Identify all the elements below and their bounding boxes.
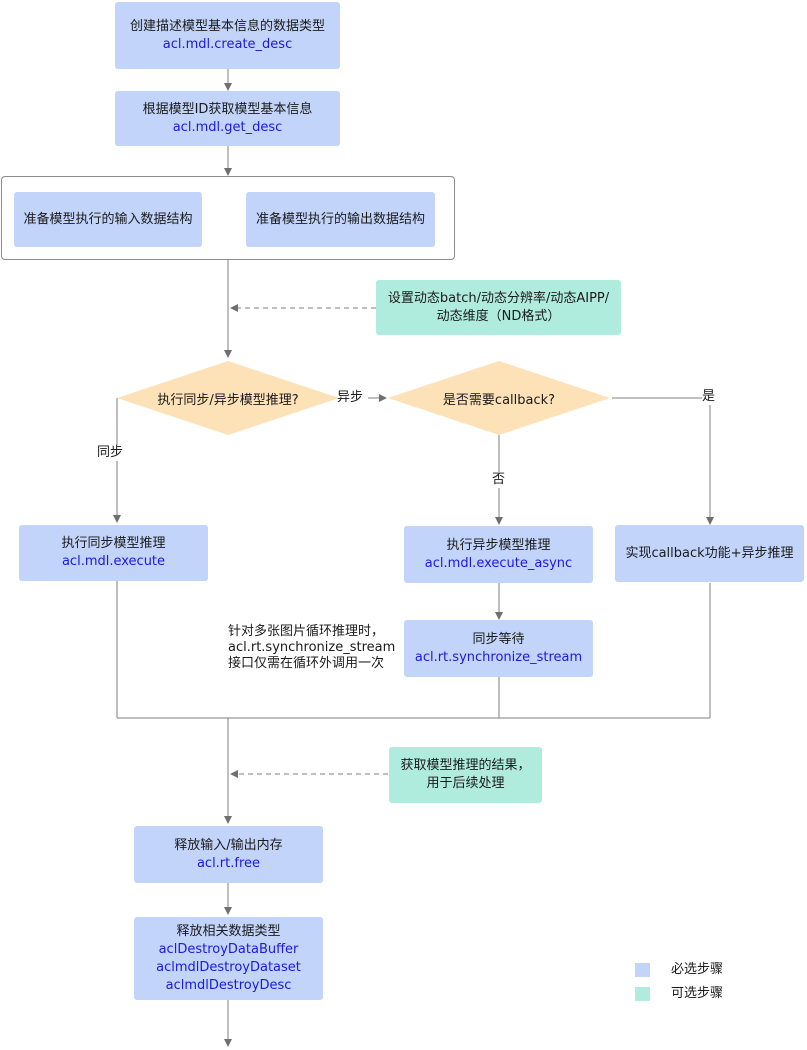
step-destroy: 释放相关数据类型 aclDestroyDataBuffer aclmdlDest… [134, 917, 323, 1000]
step-title: 释放输入/输出内存 [174, 837, 283, 853]
step-api: acl.mdl.create_desc [162, 36, 293, 52]
legend-required-label: 必选步骤 [671, 962, 724, 977]
step-sync-wait: 同步等待 acl.rt.synchronize_stream [404, 620, 593, 677]
edge-label-async: 异步 [337, 390, 364, 406]
step-title: 准备模型执行的输入数据结构 [23, 211, 193, 227]
step-title: 根据模型ID获取模型基本信息 [142, 101, 313, 117]
step-title: 执行同步模型推理 [61, 536, 166, 551]
step-line2: 动态维度（ND格式） [436, 308, 561, 324]
step-title: 释放相关数据类型 [176, 923, 281, 939]
decision-sync-or-async: 执行同步/异步模型推理? [117, 361, 339, 435]
step-api: acl.mdl.execute_async [424, 555, 573, 571]
step-api: acl.mdl.get_desc [172, 119, 283, 135]
decision-need-callback: 是否需要callback? [388, 361, 610, 435]
step-dynamic-set: 设置动态batch/动态分辨率/动态AIPP/ 动态维度（ND格式） [376, 280, 621, 335]
step-api: acl.rt.free [196, 855, 261, 871]
edge-label-no: 否 [492, 472, 506, 488]
step-title: 同步等待 [472, 631, 525, 647]
step-api: acl.rt.synchronize_stream [414, 649, 583, 665]
step-line2: 用于后续处理 [426, 776, 505, 791]
step-prepare-input: 准备模型执行的输入数据结构 [14, 192, 202, 247]
step-api-2: aclmdlDestroyDataset [156, 959, 301, 975]
step-api-3: aclmdlDestroyDesc [165, 977, 292, 993]
step-sync-exec: 执行同步模型推理 acl.mdl.execute [19, 525, 208, 581]
step-title: 准备模型执行的输出数据结构 [255, 211, 425, 227]
note-line2: acl.rt.synchronize_stream [228, 640, 396, 655]
step-title: 实现callback功能+异步推理 [625, 545, 794, 561]
step-free-mem: 释放输入/输出内存 acl.rt.free [134, 826, 323, 883]
decision-text: 执行同步/异步模型推理? [157, 392, 299, 408]
legend-required-swatch [635, 963, 650, 977]
step-async-exec: 执行异步模型推理 acl.mdl.execute_async [404, 526, 593, 583]
step-line1: 获取模型推理的结果， [400, 758, 531, 773]
loop-note: 针对多张图片循环推理时， acl.rt.synchronize_stream 接… [228, 624, 395, 672]
legend-optional-swatch [635, 987, 650, 1001]
step-api: acl.mdl.execute [61, 554, 166, 569]
diamond-shape [388, 361, 610, 435]
note-line1: 针对多张图片循环推理时， [228, 624, 385, 639]
step-line1: 设置动态batch/动态分辨率/动态AIPP/ [387, 290, 610, 306]
step-create-desc: 创建描述模型基本信息的数据类型 acl.mdl.create_desc [115, 2, 340, 69]
edge-label-yes: 是 [702, 389, 716, 405]
step-callback-impl: 实现callback功能+异步推理 [615, 525, 804, 582]
step-api-1: aclDestroyDataBuffer [158, 941, 299, 957]
note-line3: 接口仅需在循环外调用一次 [228, 656, 385, 671]
step-title: 执行异步模型推理 [446, 537, 551, 553]
edge-yes-callback [612, 397, 714, 525]
diamond-shape [117, 361, 339, 435]
decision-text: 是否需要callback? [442, 392, 556, 408]
legend-optional-label: 可选步骤 [671, 986, 724, 1001]
step-prepare-output: 准备模型执行的输出数据结构 [246, 192, 435, 247]
edge-label-sync: 同步 [97, 445, 124, 461]
step-get-result: 获取模型推理的结果， 用于后续处理 [389, 747, 542, 803]
step-title: 创建描述模型基本信息的数据类型 [129, 18, 325, 34]
step-get-desc: 根据模型ID获取模型基本信息 acl.mdl.get_desc [115, 91, 340, 146]
